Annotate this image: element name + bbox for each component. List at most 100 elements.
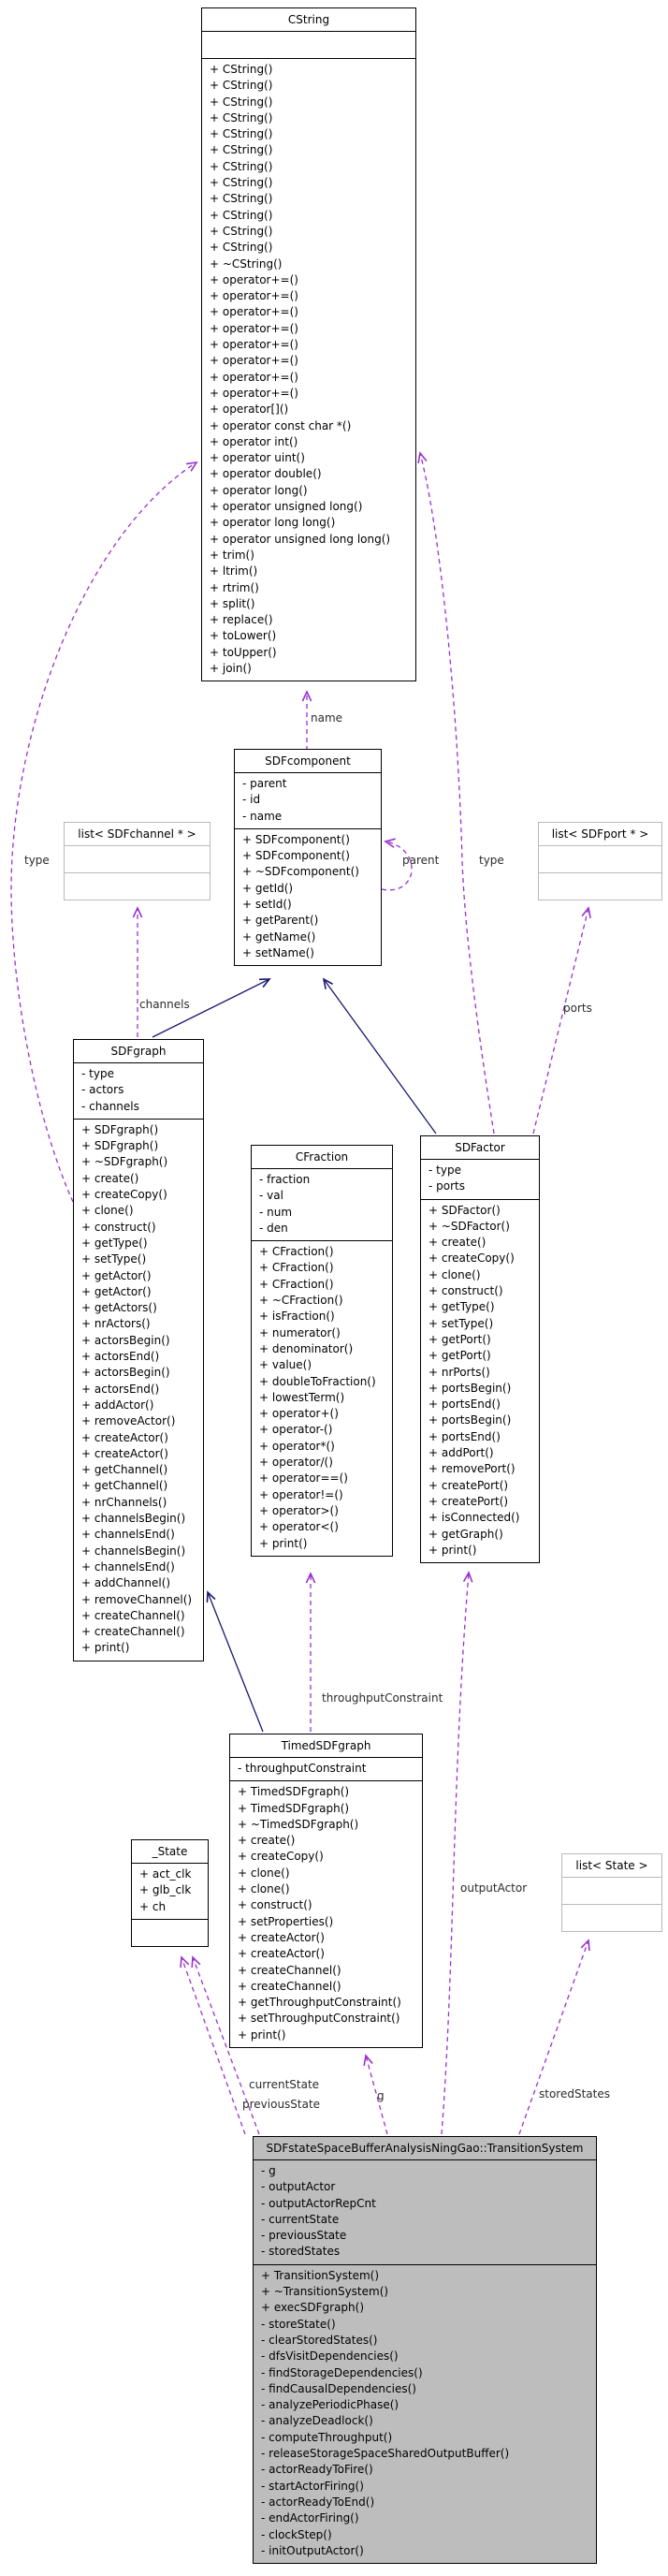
method-row: + operator unsigned long long() [210, 532, 391, 546]
class-title-list-state: list< State > [575, 1859, 648, 1872]
class-title-cstring: CString [287, 13, 330, 26]
method-row: + portsBegin() [428, 1413, 512, 1427]
method-row: + CString() [210, 159, 273, 173]
method-row: + addActor() [81, 1398, 154, 1412]
method-row: + createCopy() [81, 1188, 167, 1202]
method-row: + TimedSDFgraph() [238, 1785, 350, 1799]
class-sdfactor-attrs-section: - type- ports [421, 1159, 539, 1199]
edge-type-sdfactor-to-cstring [417, 451, 495, 1134]
method-row: + operator[]() [210, 402, 289, 417]
method-row: + operator-() [259, 1423, 333, 1437]
class-title-cfraction: CFraction [295, 1150, 349, 1164]
method-row: - initOutputActor() [261, 2543, 364, 2557]
edge-outputactor-dependency [441, 1571, 473, 2135]
method-row: + createChannel() [81, 1625, 185, 1639]
edge-label-type-left: type [24, 854, 50, 867]
edge-label-ports: ports [563, 1002, 592, 1015]
class-title-timedsdfgraph: TimedSDFgraph [281, 1739, 371, 1752]
class-list-sdfport-methods-section [539, 872, 661, 900]
class-transitionsystem[interactable]: SDFstateSpaceBufferAnalysisNingGao::Tran… [253, 2136, 597, 2565]
method-row: + operator+=() [210, 272, 298, 286]
attribute-row: - fraction [259, 1173, 311, 1186]
class-transitionsystem-attrs-section: - g- outputActor- outputActorRepCnt- cur… [254, 2159, 596, 2264]
method-row: + operator+=() [210, 354, 298, 368]
method-row: + actorsBegin() [81, 1333, 170, 1347]
method-row: + createChannel() [238, 1979, 341, 1993]
edge-type-sdfgraph-to-cstring [10, 461, 198, 1203]
method-row: + addPort() [428, 1446, 494, 1460]
method-row: + denominator() [259, 1341, 354, 1355]
attribute-row: - val [259, 1189, 283, 1203]
method-row: + channelsEnd() [81, 1559, 175, 1573]
attribute-row: - type [428, 1164, 461, 1177]
class-timedsdfgraph-methods-section: + TimedSDFgraph()+ TimedSDFgraph()+ ~Tim… [230, 1780, 422, 2047]
class-sdfactor-methods-section: + SDFactor()+ ~SDFactor()+ create()+ cre… [421, 1198, 539, 1563]
method-row: + createActor() [238, 1930, 325, 1944]
attribute-row: - parent [242, 777, 287, 790]
method-row: + SDFgraph() [81, 1122, 159, 1136]
class-sdfcomponent[interactable]: SDFcomponent- parent- id- name+ SDFcompo… [234, 749, 382, 967]
method-row: + portsBegin() [428, 1381, 512, 1395]
method-row: + SDFcomponent() [242, 849, 350, 863]
method-row: + construct() [428, 1284, 503, 1298]
class-cfraction[interactable]: CFraction- fraction- val- num- den+ CFra… [251, 1145, 393, 1557]
method-row: + actorsEnd() [81, 1350, 160, 1364]
method-row: - findStorageDependencies() [261, 2365, 423, 2379]
method-row: + value() [259, 1358, 312, 1372]
class-timedsdfgraph[interactable]: TimedSDFgraph- throughputConstraint+ Tim… [229, 1734, 423, 2049]
method-row: + getChannel() [81, 1479, 168, 1493]
edge-previousstate-dependency [191, 1955, 260, 2135]
class-list-state-attrs-section [562, 1877, 661, 1904]
method-row: + actorsEnd() [81, 1382, 160, 1396]
method-row: + createPort() [428, 1478, 509, 1492]
method-row: + ~CFraction() [259, 1294, 343, 1308]
method-row: + create() [81, 1171, 139, 1185]
method-row: + replace() [210, 613, 273, 627]
class-state[interactable]: _State+ act_clk+ glb_clk+ ch [131, 1839, 209, 1947]
method-row: + operator/() [259, 1456, 333, 1470]
edge-label-throughputconstraint: throughputConstraint [322, 1691, 443, 1705]
class-list-sdfport[interactable]: list< SDFport * > [538, 822, 662, 900]
class-list-sdfchannel-methods-section [65, 872, 210, 900]
edge-label-type-right: type [479, 854, 504, 867]
method-row: + clone() [238, 1866, 290, 1880]
edge-label-storedstates: storedStates [539, 2087, 610, 2100]
class-title-transitionsystem: SDFstateSpaceBufferAnalysisNingGao::Tran… [266, 2142, 584, 2155]
class-list-state[interactable]: list< State > [561, 1853, 662, 1932]
method-row: + CString() [210, 110, 273, 124]
method-row: + CString() [210, 63, 273, 76]
method-row: + operator+=() [210, 289, 298, 303]
method-row: + ~CString() [210, 256, 283, 271]
class-sdfactor[interactable]: SDFactor- type- ports+ SDFactor()+ ~SDFa… [420, 1135, 540, 1564]
method-row: + operator long long() [210, 516, 336, 530]
method-row: + nrActors() [81, 1317, 151, 1331]
method-row: + operator+=() [210, 321, 298, 335]
attribute-row: - den [259, 1221, 288, 1235]
method-row: + CString() [210, 208, 273, 222]
method-row: + operator!=() [259, 1487, 343, 1501]
attribute-row: - actors [81, 1083, 124, 1097]
class-cstring[interactable]: CString + CString() + CString() + CString()… [201, 7, 416, 682]
method-row: + CString() [210, 241, 273, 255]
edge-label-outputactor: outputActor [460, 1881, 528, 1895]
method-row: - analyzePeriodicPhase() [261, 2398, 399, 2412]
method-row: + getActor() [81, 1268, 152, 1282]
method-row: + removeChannel() [81, 1592, 193, 1606]
class-sdfcomponent-attrs-section: - parent- id- name [235, 772, 381, 828]
method-row: + getPort() [428, 1349, 491, 1363]
method-row: - clearStoredStates() [261, 2333, 378, 2347]
method-row: + print() [259, 1536, 308, 1550]
method-row: + doubleToFraction() [259, 1374, 376, 1388]
method-row: + CString() [210, 79, 273, 93]
method-row: - actorReadyToEnd() [261, 2495, 375, 2509]
method-row: + operator long() [210, 483, 308, 497]
class-cstring-attrs-section [202, 31, 415, 58]
method-row: + getType() [428, 1300, 495, 1314]
method-row: + operator*() [259, 1439, 335, 1453]
class-sdfgraph[interactable]: SDFgraph- type- actors- channels+ SDFgra… [73, 1039, 204, 1661]
method-row: + lowestTerm() [259, 1390, 345, 1404]
method-row: + construct() [238, 1898, 312, 1912]
method-row: + addChannel() [81, 1576, 171, 1590]
class-list-sdfchannel[interactable]: list< SDFchannel * > [64, 822, 211, 900]
